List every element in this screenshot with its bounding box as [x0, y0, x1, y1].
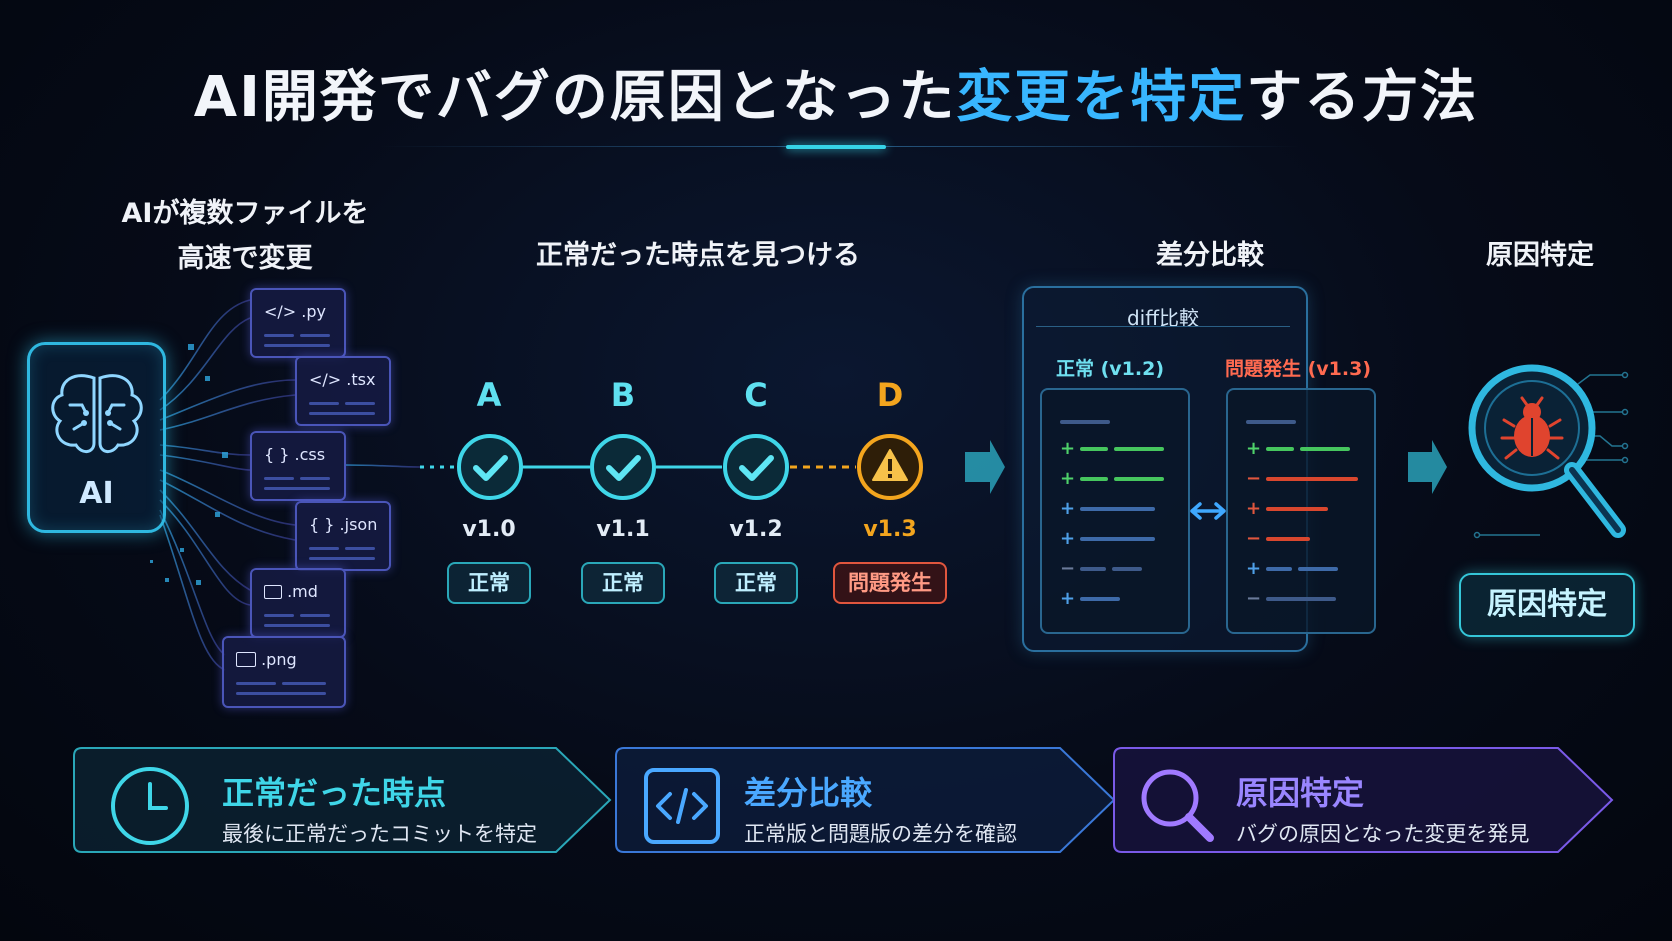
step-desc-normal: 最後に正常だったコミットを特定 [222, 822, 537, 846]
ai-chip [27, 342, 166, 533]
step-desc-cause: バグの原因となった変更を発見 [1236, 822, 1530, 846]
step-banners [73, 747, 1614, 853]
diff-column-normal: + + + + − + [1040, 388, 1190, 634]
title-highlight: 変更を特定 [956, 65, 1247, 130]
magnifier-bug-icon [1468, 364, 1626, 538]
status-badge-b: 正常 [581, 562, 665, 604]
file-card-py: </> .py [250, 288, 346, 358]
code-icon: </> [309, 370, 342, 389]
file-card-md: .md [250, 568, 346, 638]
section-heading-ai-changes: AIが複数ファイルを 高速で変更 [121, 198, 369, 274]
cause-badge: 原因特定 [1459, 573, 1635, 637]
step-title-cause: 原因特定 [1236, 774, 1365, 812]
file-card-tsx: </> .tsx [295, 356, 391, 426]
diff-panel-divider [1036, 326, 1290, 327]
step-title-diff: 差分比較 [744, 774, 873, 812]
clock-icon [111, 767, 189, 845]
markdown-icon [264, 585, 282, 599]
step-desc-diff: 正常版と問題版の差分を確認 [744, 822, 1017, 846]
warning-icon [857, 434, 923, 500]
diff-column-problem: + − + − + − [1226, 388, 1376, 634]
compare-arrows-icon [1190, 502, 1226, 520]
braces-icon: { } [264, 445, 290, 464]
section-heading-cause: 原因特定 [1486, 240, 1594, 271]
timeline-version-d: v1.3 [863, 517, 917, 542]
page-title: AI開発でバグの原因となった変更を特定する方法 [193, 65, 1479, 130]
diff-right-label: 問題発生 (v1.3) [1224, 358, 1372, 380]
check-icon [590, 434, 656, 500]
timeline-letter-c: C [744, 376, 768, 414]
status-badge-c: 正常 [714, 562, 798, 604]
timeline-letter-d: D [876, 376, 904, 414]
magnifier-icon [1141, 769, 1214, 842]
file-card-png: .png [222, 636, 346, 708]
section-heading-find-normal: 正常だった時点を見つける [536, 240, 860, 271]
file-card-css: { } .css [250, 431, 346, 501]
timeline-version-c: v1.2 [729, 517, 783, 542]
brain-icon [51, 374, 143, 453]
code-icon: </> [264, 302, 297, 321]
step-title-normal: 正常だった時点 [222, 774, 447, 812]
check-icon [723, 434, 789, 500]
ai-chip-label: AI [79, 476, 114, 511]
check-icon [457, 434, 523, 500]
code-icon [644, 768, 720, 844]
status-badge-d: 問題発生 [833, 562, 947, 604]
timeline-version-b: v1.1 [596, 517, 650, 542]
timeline-letter-b: B [610, 376, 636, 414]
diff-left-label: 正常 (v1.2) [1055, 358, 1165, 380]
braces-icon: { } [309, 515, 335, 534]
file-card-json: { } .json [295, 501, 391, 571]
timeline-version-a: v1.0 [462, 517, 516, 542]
image-icon [236, 652, 256, 667]
status-badge-a: 正常 [447, 562, 531, 604]
section-heading-diff: 差分比較 [1156, 240, 1264, 271]
title-accent-bar [786, 145, 886, 149]
timeline-letter-a: A [476, 376, 502, 414]
